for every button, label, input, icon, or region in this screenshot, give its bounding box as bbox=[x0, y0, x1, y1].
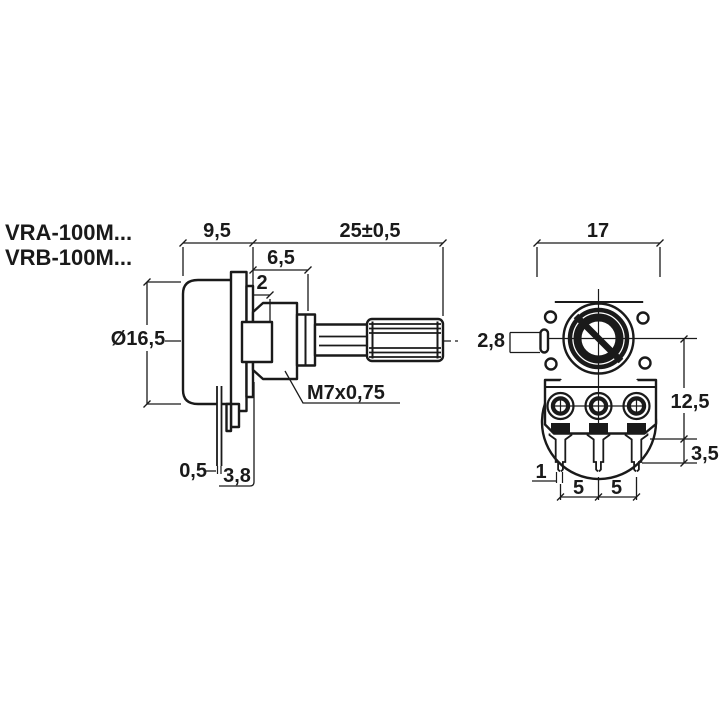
mount-plate-lower-b bbox=[225, 402, 233, 433]
dim-pitch-left-label: 5 bbox=[573, 477, 584, 499]
dim-slot-label: 2,8 bbox=[477, 330, 505, 352]
shaft bbox=[313, 323, 370, 357]
mounting-holes bbox=[543, 310, 652, 371]
product-label-vra: VRA-100M... bbox=[5, 220, 132, 245]
dim-width-label: 17 bbox=[587, 220, 609, 242]
thread-spec-callout: M7x0,75 bbox=[284, 370, 400, 404]
dim-shaft-length-label: 25±0,5 bbox=[339, 220, 400, 242]
dim-pin-tip-label: 1 bbox=[535, 461, 546, 483]
dim-pin-offset-label: 3,8 bbox=[223, 465, 251, 487]
pot-body bbox=[181, 278, 239, 406]
dim-thread-length: 6,5 bbox=[249, 247, 312, 311]
anti-rotation-slot bbox=[539, 328, 550, 354]
front-view-drawing: 17 2,8 12,5 3,5 1 bbox=[477, 220, 719, 501]
pin-bases bbox=[551, 423, 646, 433]
dim-step: 2 bbox=[253, 272, 274, 321]
dim-pin-shoulder-label: 3,5 bbox=[691, 443, 719, 465]
pc-pins-front bbox=[548, 433, 649, 473]
dim-thread-length-label: 6,5 bbox=[267, 247, 295, 269]
dim-body-diameter-label: Ø16,5 bbox=[111, 328, 165, 350]
knurled-shaft-end bbox=[365, 317, 445, 363]
dim-center-to-pin-label: 12,5 bbox=[671, 391, 710, 413]
dim-shaft-length: 25±0,5 bbox=[253, 220, 447, 316]
dim-slot: 2,8 bbox=[477, 330, 540, 354]
dim-pin-offset: 3,8 bbox=[219, 382, 255, 487]
dim-pin-thickness-label: 0,5 bbox=[179, 460, 207, 482]
knurl-serrations bbox=[369, 323, 441, 358]
pilot-boss bbox=[240, 320, 274, 364]
dim-pin-pitch: 5 5 bbox=[556, 477, 641, 501]
product-label-vrb: VRB-100M... bbox=[5, 245, 132, 270]
dim-pin-shoulder: 3,5 bbox=[642, 439, 719, 467]
dim-body-depth-label: 9,5 bbox=[203, 220, 231, 242]
pc-pin-side-fill bbox=[217, 386, 222, 466]
dim-pitch-right-label: 5 bbox=[611, 477, 622, 499]
dim-body-depth: 9,5 bbox=[179, 220, 257, 300]
dim-pin-thickness: 0,5 bbox=[179, 460, 216, 482]
dim-width: 17 bbox=[533, 220, 664, 277]
dim-center-to-pin: 12,5 bbox=[650, 335, 710, 443]
dim-pin-tip: 1 bbox=[532, 461, 564, 483]
thread-spec-label: M7x0,75 bbox=[307, 382, 385, 404]
dim-body-diameter: Ø16,5 bbox=[111, 278, 181, 408]
dim-step-label: 2 bbox=[256, 272, 267, 294]
solder-eyelets bbox=[546, 391, 651, 421]
side-view-drawing: 9,5 25±0,5 6,5 2 bbox=[111, 220, 460, 487]
